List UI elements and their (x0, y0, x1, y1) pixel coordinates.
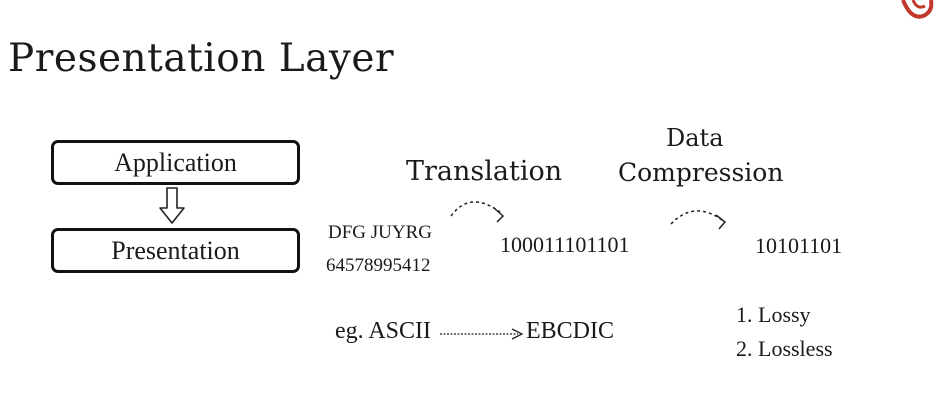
ascii-to-ebcdic-arrow-icon (440, 328, 524, 340)
compression-type-lossless: 2. Lossless (736, 336, 833, 361)
binary-output-text: 100011101101 (500, 232, 630, 257)
page-title: Presentation Layer (8, 36, 395, 81)
example-prefix: eg. (335, 318, 364, 344)
application-layer-box: Application (51, 140, 300, 185)
input-text-line2: 64578995412 (326, 255, 431, 276)
presentation-layer-box: Presentation (51, 228, 300, 273)
down-arrow-icon (159, 187, 185, 224)
example-row: eg. ASCII (335, 318, 431, 345)
compressed-output-text: 10101101 (755, 233, 843, 258)
translation-label: Translation (406, 156, 563, 187)
compression-type-lossy: 1. Lossy (736, 302, 811, 327)
brand-logo-icon (901, 0, 934, 19)
example-to-encoding: EBCDIC (526, 318, 615, 344)
application-layer-label: Application (114, 147, 237, 177)
example-from-encoding: ASCII (368, 318, 432, 344)
presentation-layer-label: Presentation (111, 235, 240, 265)
compression-label-line2: Compression (618, 158, 784, 187)
translation-curved-arrow-icon (450, 201, 505, 223)
compression-label-line1: Data (666, 124, 724, 152)
input-text-line1: DFG JUYRG (328, 222, 432, 243)
compression-curved-arrow-icon (670, 210, 727, 230)
